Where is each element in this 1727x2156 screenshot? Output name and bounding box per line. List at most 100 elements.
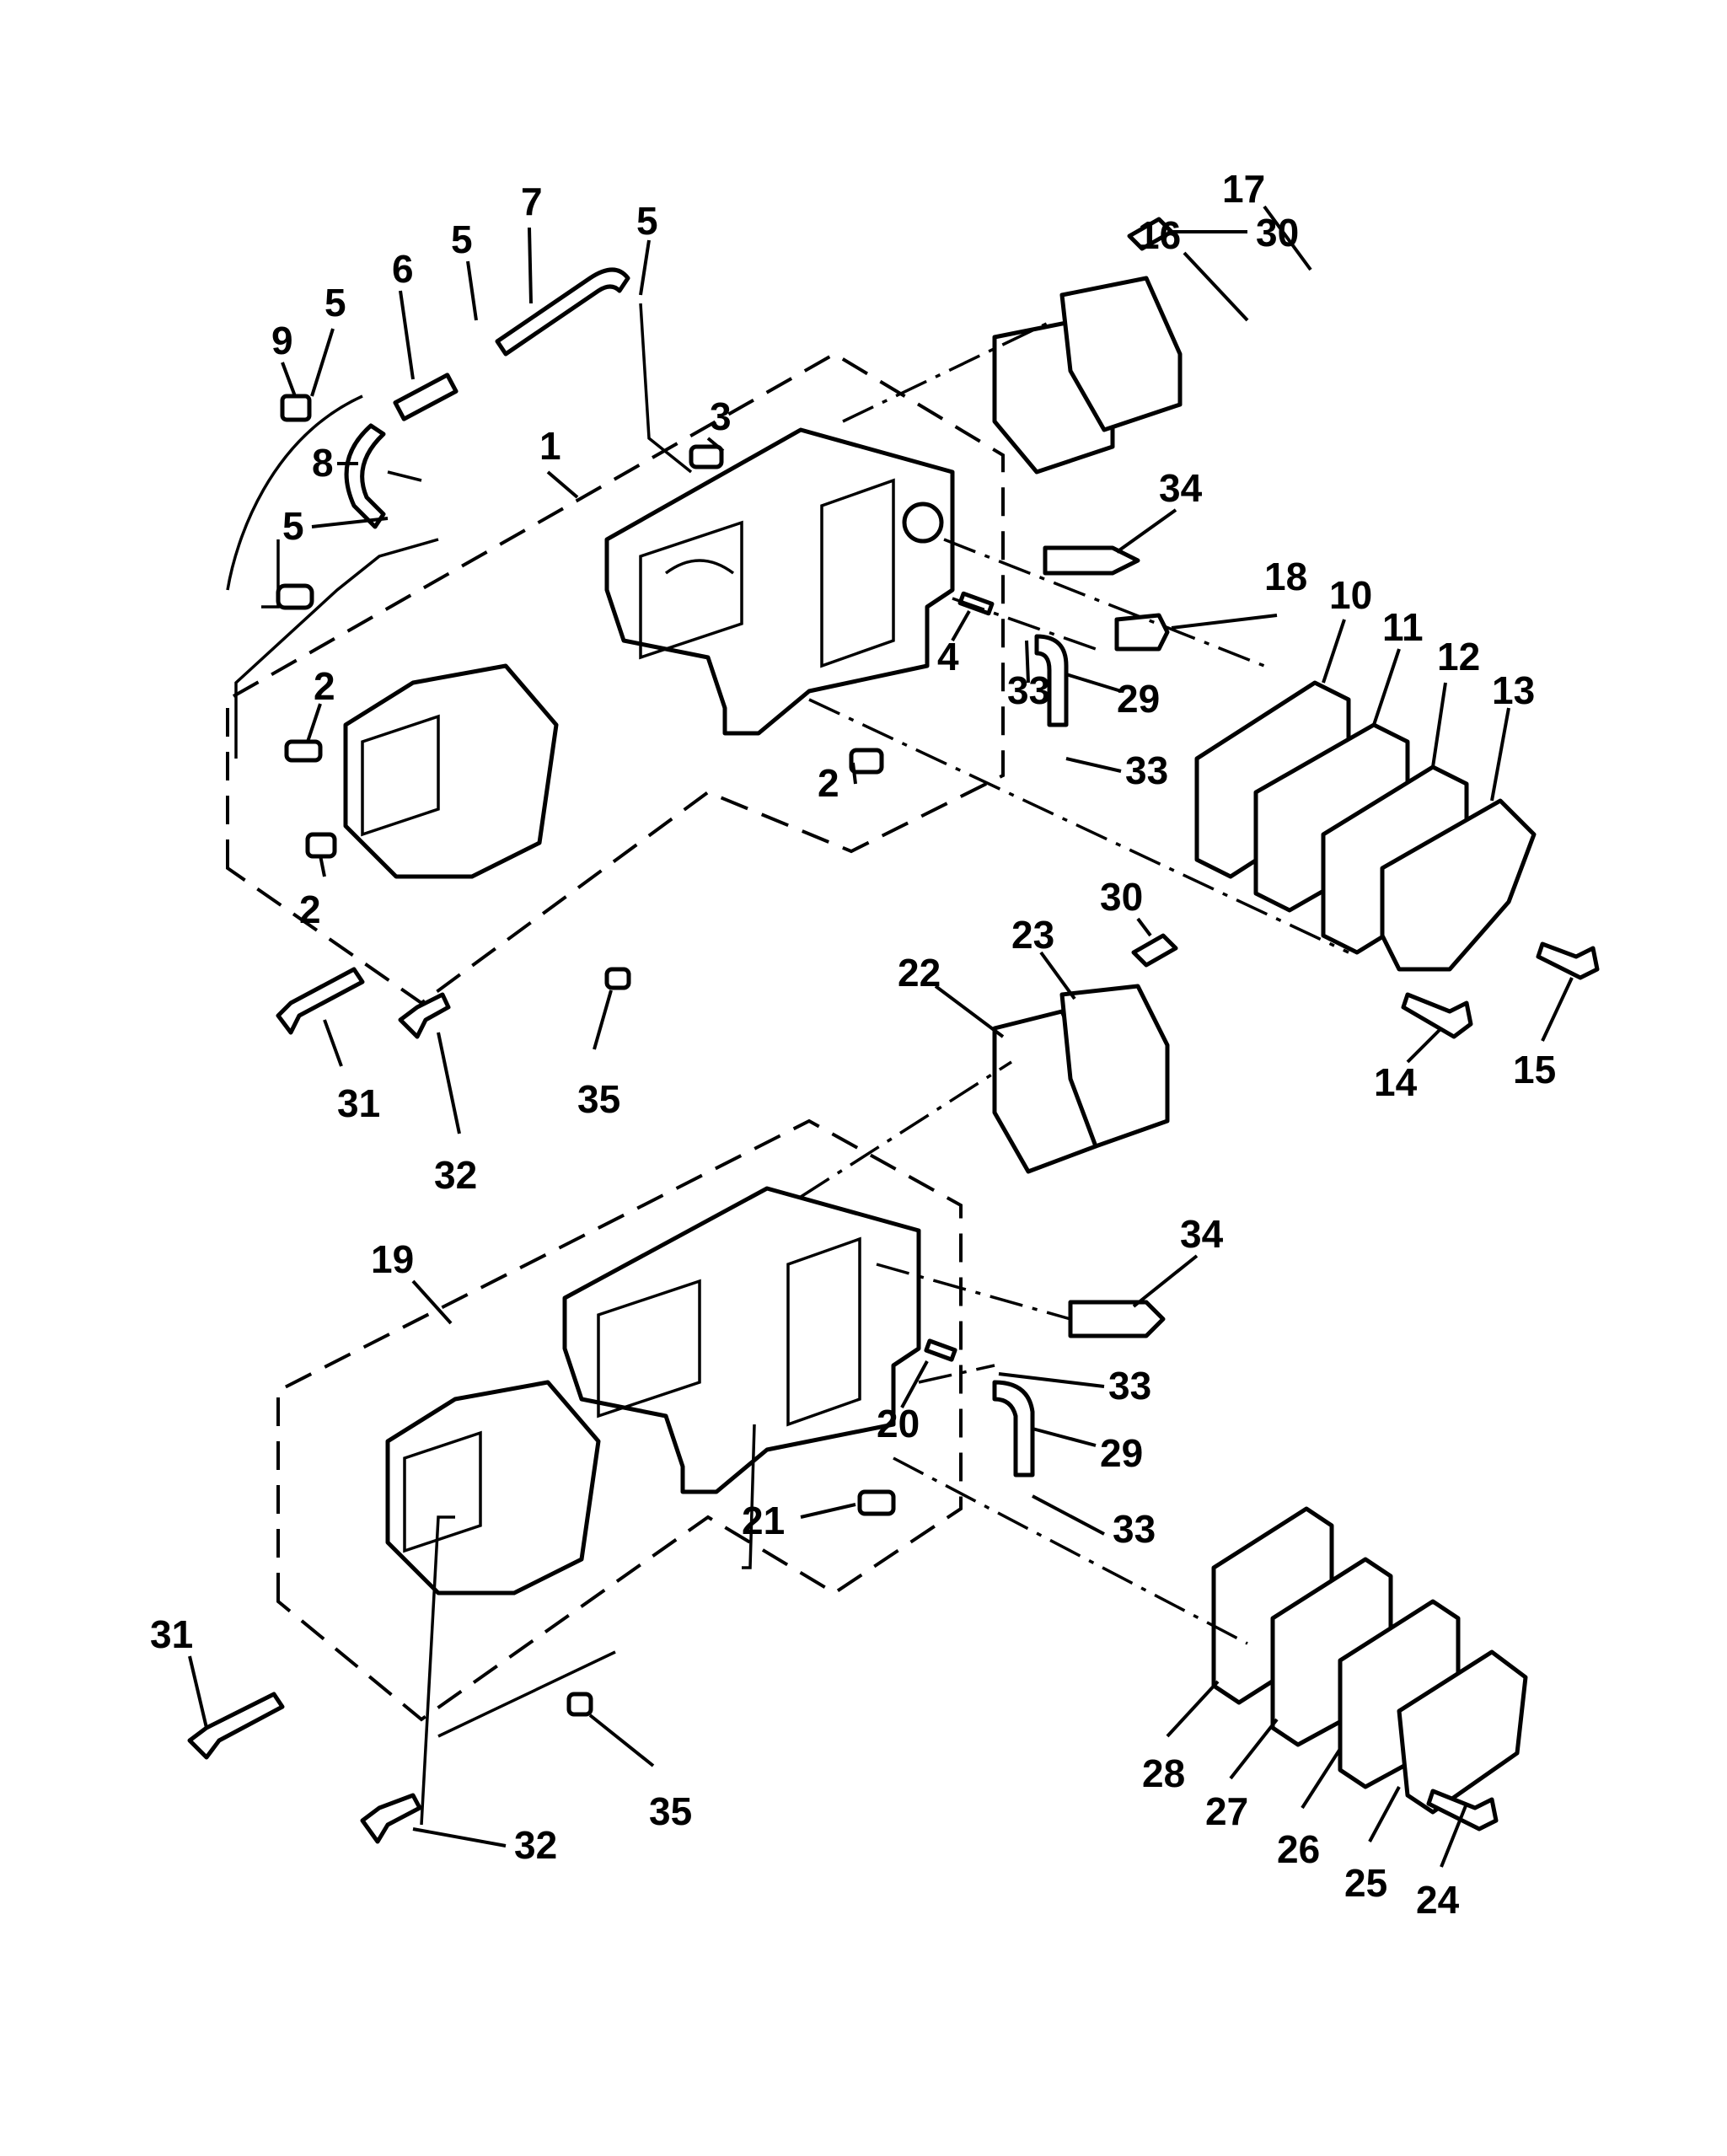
svg-text:31: 31 <box>337 1081 380 1125</box>
callout-19: 19 <box>371 1237 453 1325</box>
bolt-32-lower <box>360 1793 422 1844</box>
svg-text:32: 32 <box>434 1153 477 1197</box>
callout-2c: 2 <box>299 855 326 931</box>
callout-12: 12 <box>1431 635 1480 768</box>
svg-text:16: 16 <box>1138 213 1181 257</box>
callout-29a: 29 <box>1065 673 1160 721</box>
callout-25: 25 <box>1344 1786 1401 1905</box>
svg-text:6: 6 <box>392 247 414 291</box>
pin-20 <box>924 1338 957 1362</box>
cover-17 <box>1059 276 1183 432</box>
callout-13: 13 <box>1490 668 1535 802</box>
fitting-2-right <box>849 748 884 775</box>
spark-plug-34-upper <box>1043 545 1140 576</box>
assembly-1-boundary <box>226 351 1005 1006</box>
callout-28: 28 <box>1142 1680 1220 1795</box>
svg-text:19: 19 <box>371 1237 414 1281</box>
hose-29-lower <box>992 1380 1035 1478</box>
callout-15: 15 <box>1513 977 1574 1091</box>
callout-27: 27 <box>1205 1718 1279 1833</box>
svg-text:12: 12 <box>1437 635 1480 678</box>
svg-text:7: 7 <box>521 180 543 223</box>
svg-text:1: 1 <box>539 424 561 468</box>
svg-text:2: 2 <box>818 761 839 805</box>
callout-16: 16 <box>1138 213 1249 322</box>
svg-text:9: 9 <box>271 319 293 362</box>
callout-33d: 33 <box>1032 1494 1156 1551</box>
callout-32b: 32 <box>412 1823 557 1867</box>
callout-3: 3 <box>706 394 732 453</box>
svg-text:5: 5 <box>282 504 304 548</box>
hose-29-upper <box>1034 634 1069 727</box>
callout-33b: 33 <box>1065 748 1168 792</box>
svg-text:30: 30 <box>1100 875 1143 919</box>
svg-text:8: 8 <box>312 441 334 485</box>
hose-8 <box>344 423 386 529</box>
callout-35b: 35 <box>588 1714 692 1833</box>
lower-assembly <box>187 933 1528 1844</box>
callout-30a: 30 <box>1167 211 1299 255</box>
svg-text:15: 15 <box>1513 1048 1556 1091</box>
svg-text:33: 33 <box>1108 1364 1151 1408</box>
bolt-15 <box>1536 941 1600 980</box>
svg-text:14: 14 <box>1374 1060 1418 1104</box>
bolt-31-upper <box>276 967 365 1035</box>
cylinder-block-1 <box>604 427 955 736</box>
svg-text:25: 25 <box>1344 1861 1387 1905</box>
svg-text:10: 10 <box>1329 573 1372 617</box>
svg-text:21: 21 <box>742 1499 785 1542</box>
svg-text:28: 28 <box>1142 1751 1185 1795</box>
callout-32a: 32 <box>434 1032 477 1197</box>
upper-assembly <box>226 217 1600 1039</box>
callout-2b: 2 <box>818 761 857 805</box>
svg-text:29: 29 <box>1117 677 1160 721</box>
fitting-6 <box>393 373 459 421</box>
svg-text:2: 2 <box>299 888 321 931</box>
svg-text:22: 22 <box>898 951 941 995</box>
bolt-32-upper <box>398 992 451 1039</box>
callout-6: 6 <box>392 247 415 380</box>
crankcase-cover-lower <box>385 1380 601 1596</box>
callout-11: 11 <box>1372 605 1424 726</box>
svg-text:33: 33 <box>1113 1507 1156 1551</box>
svg-text:35: 35 <box>649 1789 692 1833</box>
fitting-3 <box>689 444 724 469</box>
callout-1: 1 <box>539 424 579 499</box>
svg-text:5: 5 <box>324 281 346 324</box>
callout-31a: 31 <box>323 1019 380 1125</box>
callout-18: 18 <box>1171 555 1307 630</box>
callout-33a: 33 <box>1007 640 1050 712</box>
callout-22: 22 <box>898 951 1005 1038</box>
svg-text:29: 29 <box>1100 1431 1143 1475</box>
svg-text:5: 5 <box>636 199 658 243</box>
callout-4: 4 <box>937 610 971 678</box>
svg-text:33: 33 <box>1125 748 1168 792</box>
cylinder-block-19 <box>562 1186 921 1494</box>
callout-8: 8 <box>312 441 358 485</box>
callout-26: 26 <box>1277 1747 1342 1871</box>
reed-valve-stack-lower <box>1211 1506 1528 1815</box>
svg-text:4: 4 <box>937 635 959 678</box>
callout-5d: 5 <box>282 504 389 548</box>
bolt-31-lower <box>187 1692 285 1760</box>
callout-21: 21 <box>742 1499 856 1542</box>
callout-17: 17 <box>1222 167 1312 271</box>
callout-2a: 2 <box>306 664 335 743</box>
svg-text:11: 11 <box>1382 605 1424 649</box>
hose-7 <box>495 267 630 357</box>
callout-7: 7 <box>521 180 543 304</box>
cover-23 <box>1059 984 1170 1149</box>
fitting-2-lower <box>305 832 337 859</box>
fitting-21 <box>857 1489 896 1516</box>
crankcase-cover <box>343 663 559 879</box>
callout-34b: 34 <box>1132 1212 1224 1308</box>
svg-text:33: 33 <box>1007 668 1050 712</box>
callout-5c: 5 <box>636 199 658 296</box>
spark-plug-34-lower <box>1068 1300 1166 1338</box>
svg-text:26: 26 <box>1277 1827 1320 1871</box>
svg-text:27: 27 <box>1205 1789 1248 1833</box>
fitting-lower <box>276 583 314 610</box>
svg-text:5: 5 <box>451 217 473 261</box>
svg-text:35: 35 <box>577 1077 620 1121</box>
